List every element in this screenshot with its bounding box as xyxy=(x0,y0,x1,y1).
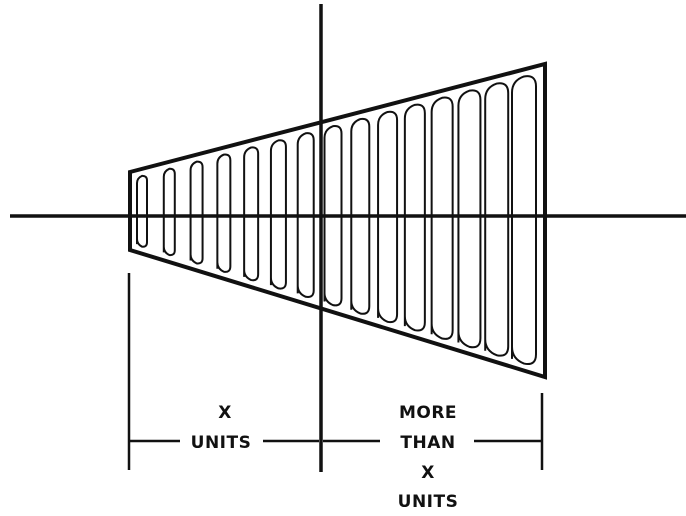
trace-loop xyxy=(484,82,510,357)
trapezoid-outline xyxy=(128,61,547,380)
trace-loop xyxy=(162,167,176,257)
trace-loop xyxy=(403,103,426,332)
trace-loop xyxy=(323,125,343,307)
trace-loop xyxy=(430,96,454,340)
trace-loop xyxy=(136,174,148,248)
trace-loop xyxy=(216,153,232,273)
trace-loop xyxy=(269,139,287,290)
trace-loop xyxy=(296,132,315,298)
trace-loop xyxy=(189,160,204,265)
left-x-label: X xyxy=(218,403,232,423)
right-more-label: MORE xyxy=(399,403,457,423)
trace-loop xyxy=(350,117,371,315)
trace-loop xyxy=(511,75,537,366)
trace-loop xyxy=(457,89,482,349)
left-units-label: UNITS xyxy=(191,433,252,453)
trace-loops xyxy=(136,75,537,366)
right-than-label: THAN xyxy=(400,433,455,453)
trace-loop xyxy=(243,146,260,282)
right-units-label: UNITS xyxy=(398,492,459,512)
trace-loop xyxy=(377,110,399,324)
right-x-label: X xyxy=(421,463,435,483)
